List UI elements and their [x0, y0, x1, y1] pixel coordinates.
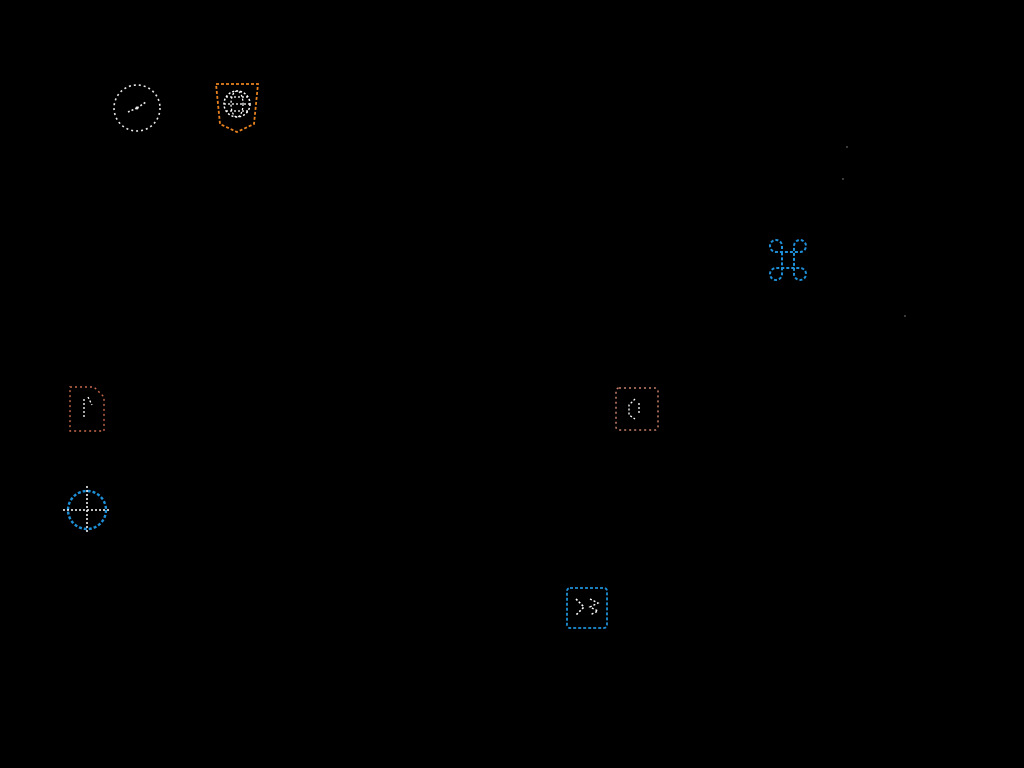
command-key-icon[interactable]	[764, 236, 812, 284]
window-icon[interactable]	[613, 385, 661, 433]
clock-icon[interactable]	[110, 83, 164, 137]
crosshair-icon[interactable]	[61, 484, 113, 536]
terminal-icon[interactable]	[564, 585, 610, 631]
file-icon[interactable]	[64, 385, 108, 433]
noise-speck	[846, 146, 848, 148]
noise-speck	[904, 315, 906, 317]
html5-globe-icon[interactable]	[214, 82, 260, 134]
noise-speck	[842, 178, 844, 180]
